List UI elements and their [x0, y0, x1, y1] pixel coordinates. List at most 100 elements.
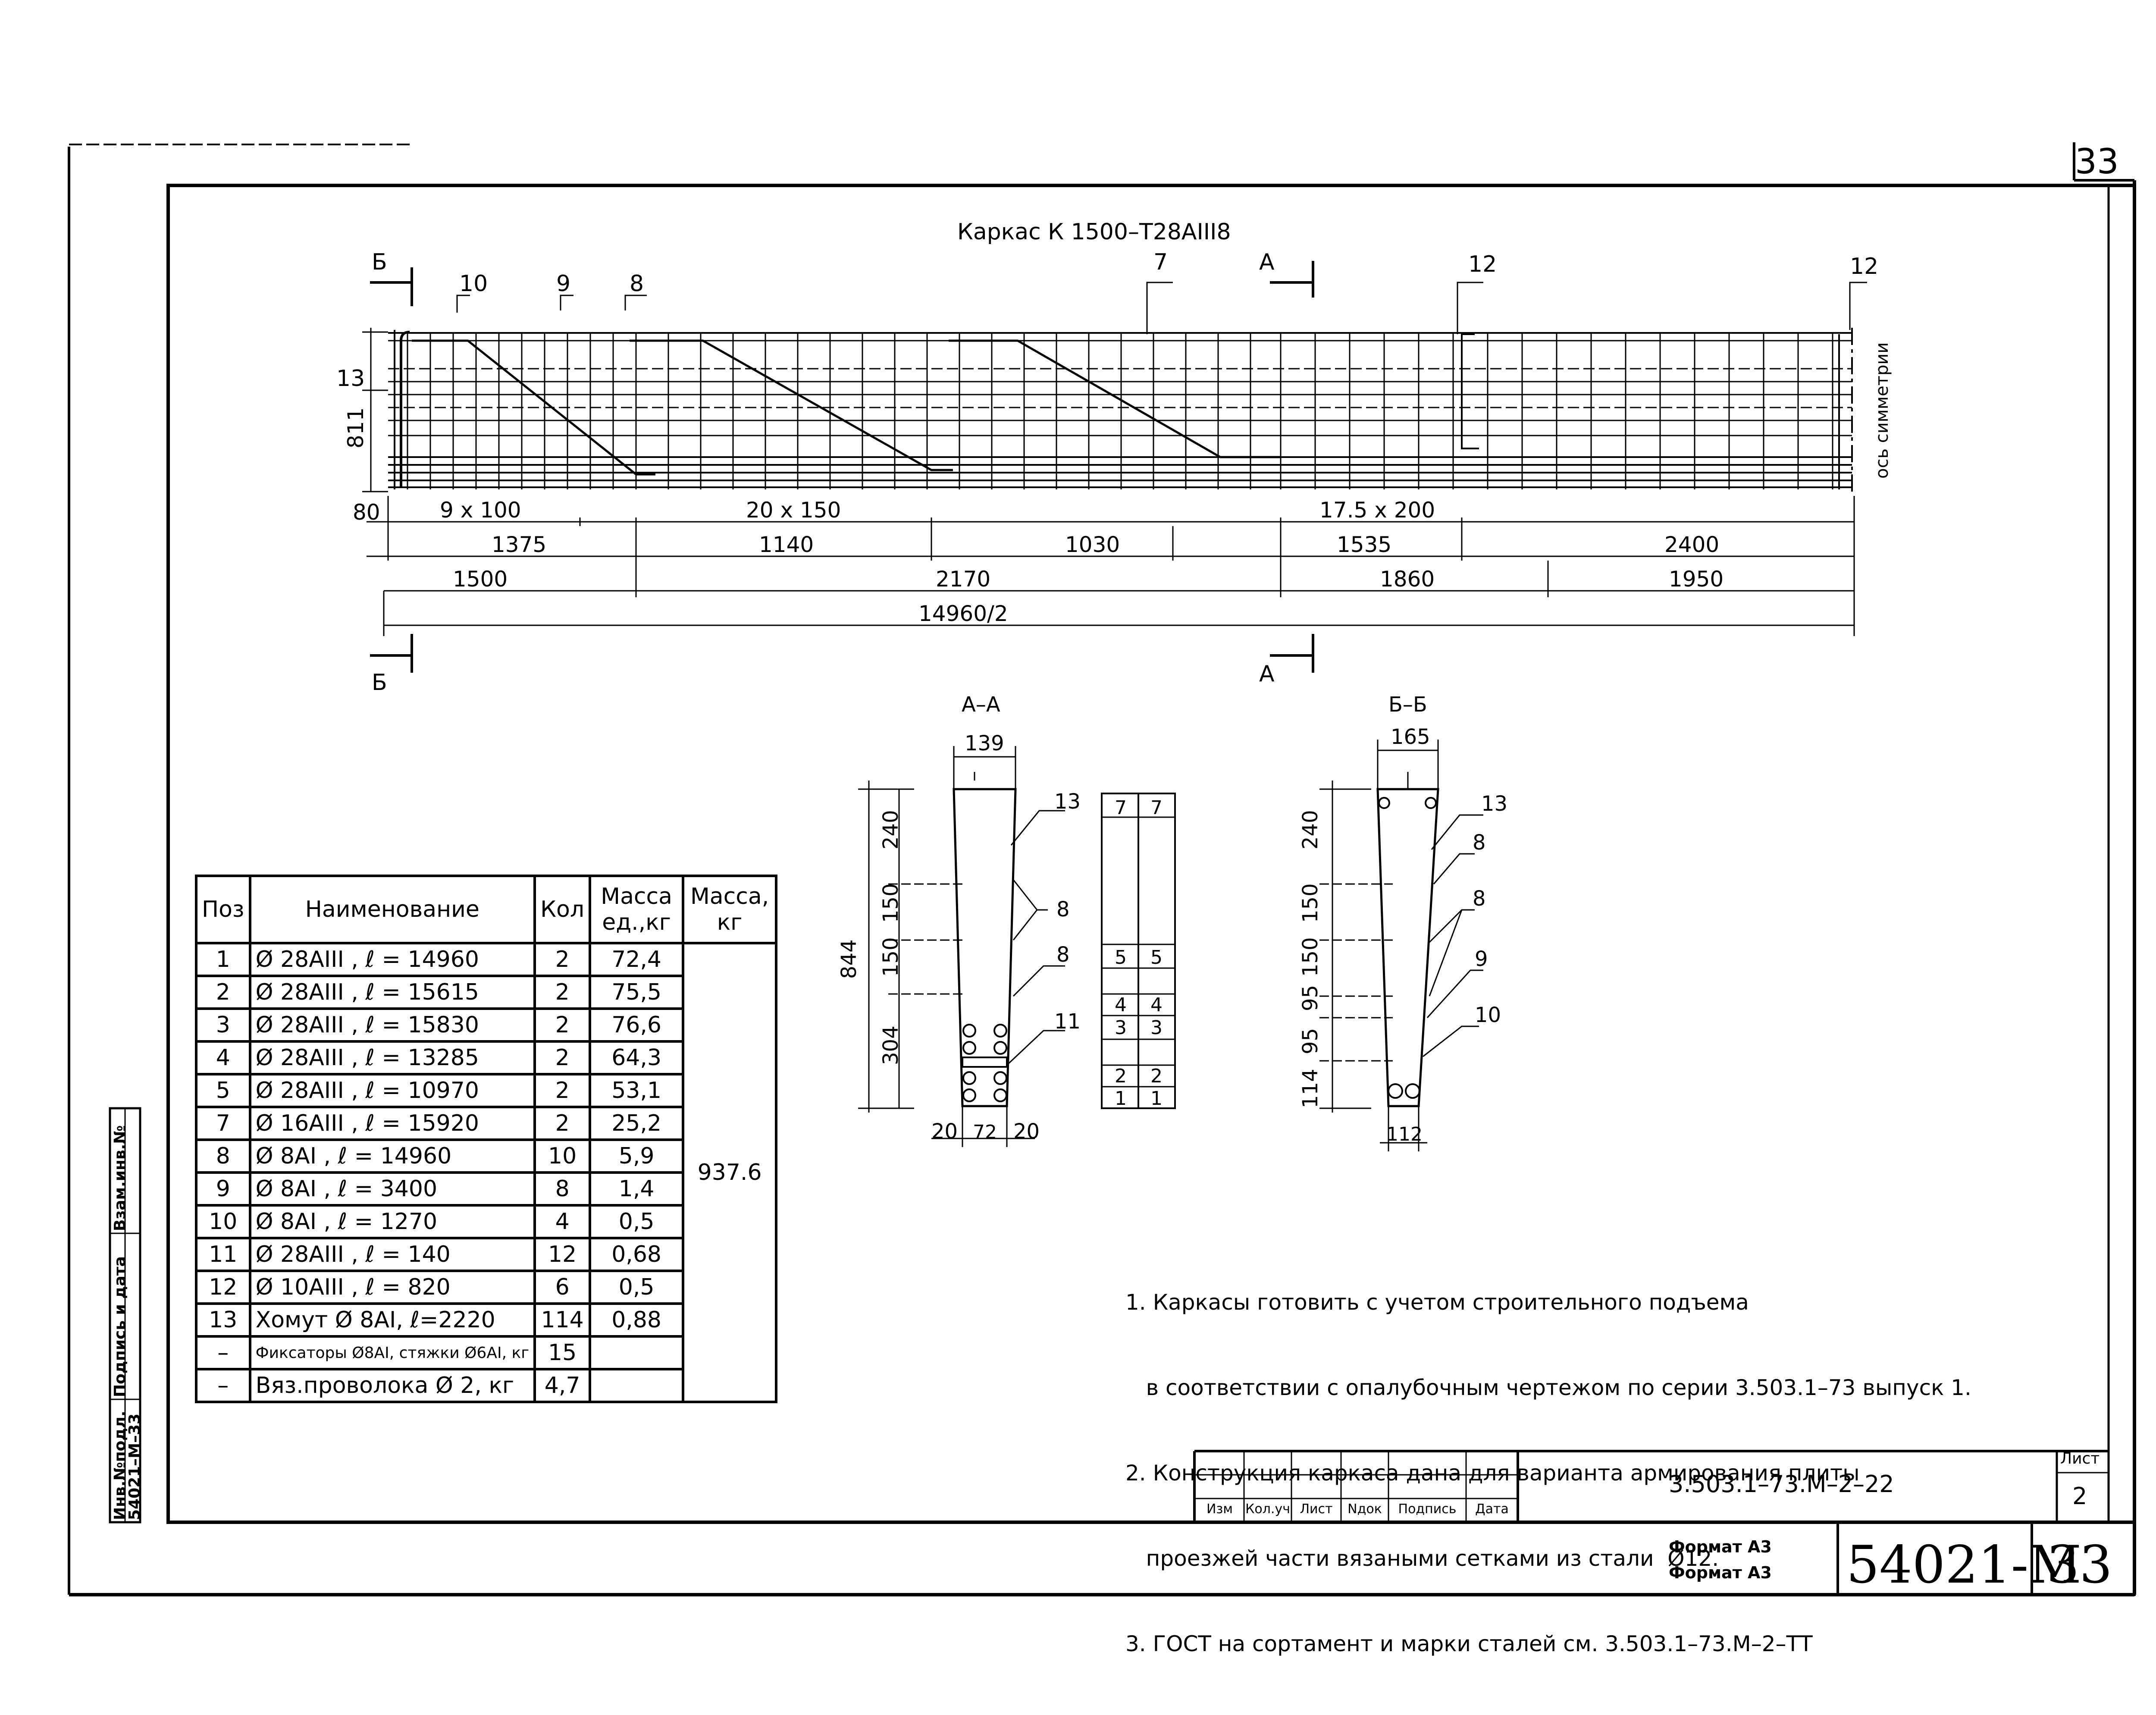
cell-unit-mass: 0,5: [589, 1204, 685, 1239]
corner-page-number: 33: [2075, 141, 2119, 182]
note-line: проезжей части вязаными сетками из стали…: [1125, 1546, 1719, 1571]
cell-unit-mass: [589, 1368, 685, 1403]
cell-qty: 2: [533, 1007, 592, 1043]
section-aa-bottom-72: 72: [973, 1121, 997, 1143]
cell-qty: 2: [533, 975, 592, 1010]
spec-header-row: Поз Наименование Кол Масса ед.,кг Масса,…: [195, 875, 778, 944]
tb-col-koluch: Кол.уч: [1245, 1502, 1290, 1517]
grid-3a: 3: [1115, 1017, 1127, 1039]
section-bb-dim-240: 240: [1298, 810, 1322, 850]
symmetry-axis-label: ось симметрии: [1872, 342, 1892, 479]
section-aa-dim-240: 240: [879, 810, 903, 850]
cell-name: Ø 28AIII , ℓ = 10970: [248, 1073, 536, 1108]
section-bb-drawing: [1319, 740, 1483, 1151]
cell-pos: –: [195, 1368, 251, 1403]
section-bb-callout-8b: 8: [1473, 887, 1486, 911]
cell-pos: 2: [195, 975, 251, 1010]
dim-1375: 1375: [492, 532, 546, 557]
main-view-texts: Каркас К 1500–Т28АIII8 Б Б А А 10 9 8 7 …: [336, 219, 1892, 696]
cell-pos: 12: [195, 1270, 251, 1305]
cell-qty: 4: [533, 1204, 592, 1239]
cell-pos: 11: [195, 1237, 251, 1272]
section-bb-callout-10: 10: [1475, 1003, 1501, 1027]
section-aa-callout-8b: 8: [1056, 943, 1070, 967]
section-aa-callout-13: 13: [1054, 790, 1081, 814]
section-aa-callout-8a: 8: [1056, 897, 1070, 922]
header-qty: Кол: [533, 875, 592, 944]
cell-qty: 2: [533, 1073, 592, 1108]
section-aa-dim-150a: 150: [879, 883, 903, 923]
document-code: 3.503.1–73.М–2–22: [1669, 1470, 1894, 1498]
section-bb-dim-114: 114: [1298, 1069, 1322, 1108]
cell-name: Ø 10AIII , ℓ = 820: [248, 1270, 536, 1305]
section-bb-bottom-112: 112: [1386, 1123, 1423, 1145]
cell-qty: 2: [533, 1040, 592, 1075]
section-aa-total: 844: [837, 939, 861, 979]
archive-number: 54021-М: [1846, 1535, 2082, 1595]
section-aa-drawing: [858, 746, 1176, 1147]
section-bb-callout-13: 13: [1481, 792, 1507, 816]
specification-table: Поз Наименование Кол Масса ед.,кг Масса,…: [195, 875, 778, 1403]
section-mark-a-bottom: А: [1259, 661, 1275, 687]
cell-qty: 4,7: [533, 1368, 592, 1403]
title-block-columns: Изм Кол.уч Лист Nдок Подпись Дата: [1195, 1502, 1518, 1517]
cell-name: Ø 16AIII , ℓ = 15920: [248, 1106, 536, 1141]
cage-title: Каркас К 1500–Т28АIII8: [957, 219, 1231, 245]
section-aa-bottom-20a: 20: [931, 1119, 958, 1144]
dim-1500: 1500: [453, 567, 508, 592]
tb-col-list: Лист: [1300, 1502, 1333, 1517]
cell-qty: 2: [533, 942, 592, 977]
cell-qty: 114: [533, 1302, 592, 1338]
cell-pos: 5: [195, 1073, 251, 1108]
section-mark-a-top: А: [1259, 249, 1275, 275]
pos-label-12a: 12: [1468, 251, 1497, 277]
section-aa-width: 139: [965, 731, 1004, 756]
table-row: 1 Ø 28AIII , ℓ = 14960 2 72,4 937.6: [195, 942, 778, 1403]
cell-name: Фиксаторы Ø8AI, стяжки Ø6AI, кг: [248, 1335, 536, 1370]
left-label-811: 811: [343, 408, 368, 448]
cell-unit-mass: 53,1: [589, 1073, 685, 1108]
left-label-80: 80: [353, 500, 380, 525]
cell-name: Ø 8AI , ℓ = 3400: [248, 1171, 536, 1207]
left-label-13: 13: [336, 366, 365, 392]
cell-unit-mass: 25,2: [589, 1106, 685, 1141]
dim-9x100: 9 x 100: [440, 498, 521, 523]
section-mark-b-top: Б: [372, 249, 387, 275]
section-aa-callout-11: 11: [1054, 1010, 1081, 1034]
tb-col-izm: Изм: [1206, 1502, 1233, 1517]
title-block-lines: [1193, 1450, 2136, 1596]
format-label-1: Формат А3: [1669, 1537, 1772, 1556]
section-bb-title: Б–Б: [1388, 693, 1427, 717]
pos-label-12b: 12: [1850, 254, 1878, 279]
section-bb-callout-8a: 8: [1473, 831, 1486, 855]
tb-col-date: Дата: [1475, 1502, 1509, 1517]
header-name: Наименование: [248, 875, 536, 944]
cell-pos: 8: [195, 1138, 251, 1174]
header-unit-mass: Масса ед.,кг: [589, 875, 685, 944]
tb-col-ndok: Nдок: [1348, 1502, 1382, 1517]
note-line: 1. Каркасы готовить с учетом строительно…: [1125, 1290, 1749, 1315]
dim-17x200: 17.5 x 200: [1319, 498, 1435, 523]
tb-col-signature: Подпись: [1398, 1502, 1457, 1517]
cell-pos: 7: [195, 1106, 251, 1141]
section-bb-dim-95a: 95: [1298, 985, 1322, 1011]
cell-unit-mass: 0,88: [589, 1302, 685, 1338]
cell-pos: –: [195, 1335, 251, 1370]
cell-pos: 13: [195, 1302, 251, 1338]
dim-20x150: 20 x 150: [746, 498, 841, 523]
grid-3b: 3: [1150, 1017, 1163, 1039]
cell-unit-mass: 72,4: [589, 942, 685, 977]
format-label-2: Формат А3: [1669, 1563, 1772, 1582]
side-vzam-label: Взам.инв.№: [111, 1125, 129, 1231]
cell-pos: 9: [195, 1171, 251, 1207]
section-aa-texts: А–А 139 240 150 150 304 844 20 72 20 13 …: [837, 693, 1163, 1144]
